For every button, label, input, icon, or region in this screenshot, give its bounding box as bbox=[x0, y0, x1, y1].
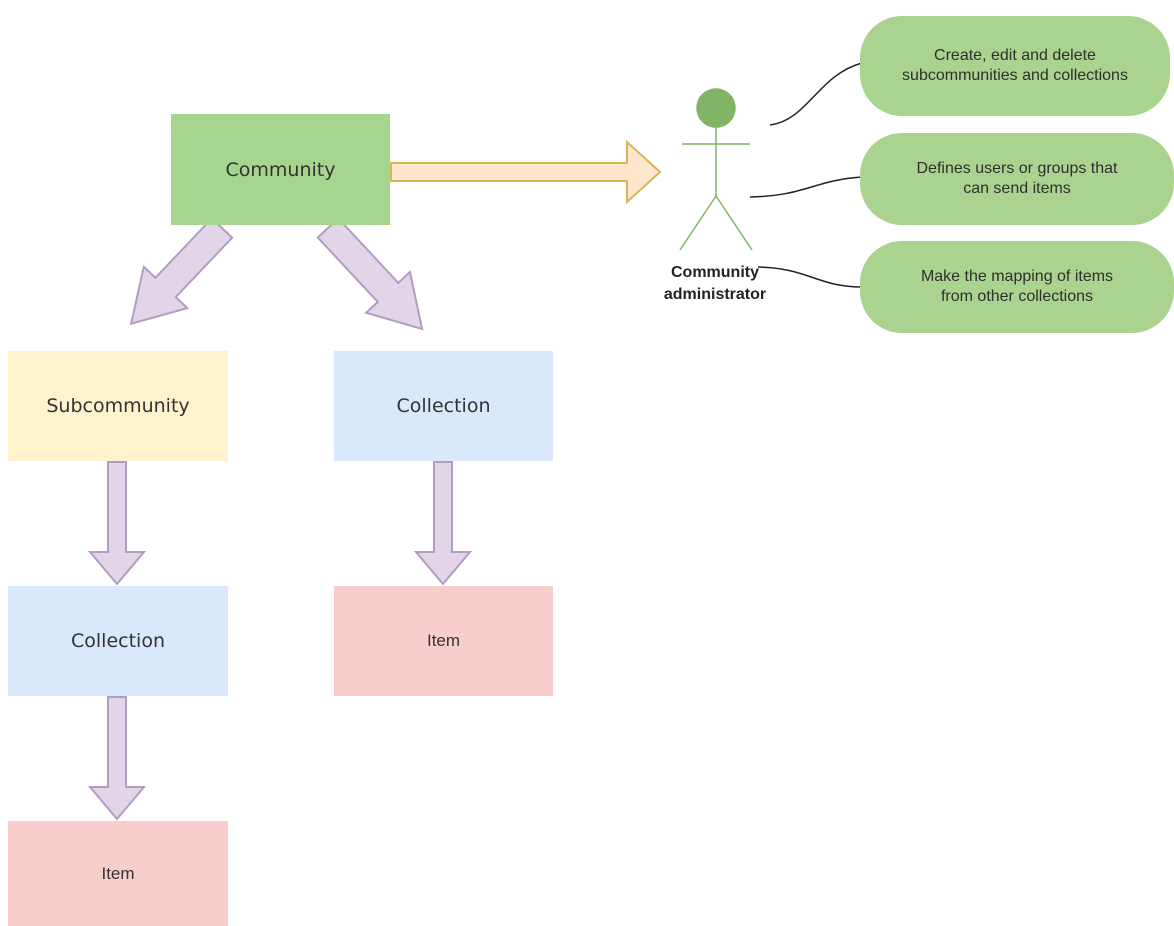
responsibility-text-2: Defines users or groups that can send it… bbox=[916, 160, 1118, 197]
responsibility-text-1: Create, edit and delete subcommunities a… bbox=[902, 47, 1128, 84]
responsibility-bubble-3: Make the mapping of items from other col… bbox=[860, 241, 1174, 333]
community-node: Community bbox=[171, 114, 390, 225]
arrow-collection-to-item-left bbox=[87, 696, 147, 821]
arrow-collection-to-item-right bbox=[413, 461, 473, 586]
arrow-subcommunity-to-collection bbox=[87, 461, 147, 586]
actor-label-line2: administrator bbox=[663, 285, 767, 303]
item-node-left: Item bbox=[8, 821, 228, 926]
item-node-right: Item bbox=[334, 586, 553, 696]
actor-label: Community administrator bbox=[640, 262, 790, 305]
community-label: Community bbox=[225, 158, 336, 181]
stick-figure-icon bbox=[679, 88, 753, 251]
collection-label-left: Collection bbox=[71, 630, 165, 652]
actor-label-line1: Community bbox=[671, 264, 759, 281]
responsibility-text-3: Make the mapping of items from other col… bbox=[920, 268, 1114, 305]
collection-label-right: Collection bbox=[396, 395, 491, 417]
arrow-community-to-administrator bbox=[390, 139, 662, 205]
connector-responsibility-2 bbox=[749, 176, 863, 198]
item-label-right: Item bbox=[426, 631, 461, 650]
item-label-left: Item bbox=[101, 863, 135, 883]
subcommunity-node: Subcommunity bbox=[8, 351, 228, 461]
collection-node-left: Collection bbox=[8, 586, 228, 696]
responsibility-bubble-2: Defines users or groups that can send it… bbox=[860, 133, 1174, 225]
arrow-community-to-collection bbox=[316, 217, 424, 331]
connector-responsibility-1 bbox=[769, 62, 863, 126]
arrow-community-to-subcommunity bbox=[129, 216, 234, 326]
connector-responsibility-3 bbox=[757, 266, 863, 288]
subcommunity-label: Subcommunity bbox=[46, 395, 190, 417]
responsibility-bubble-1: Create, edit and delete subcommunities a… bbox=[860, 16, 1170, 116]
collection-node-right: Collection bbox=[334, 351, 553, 461]
